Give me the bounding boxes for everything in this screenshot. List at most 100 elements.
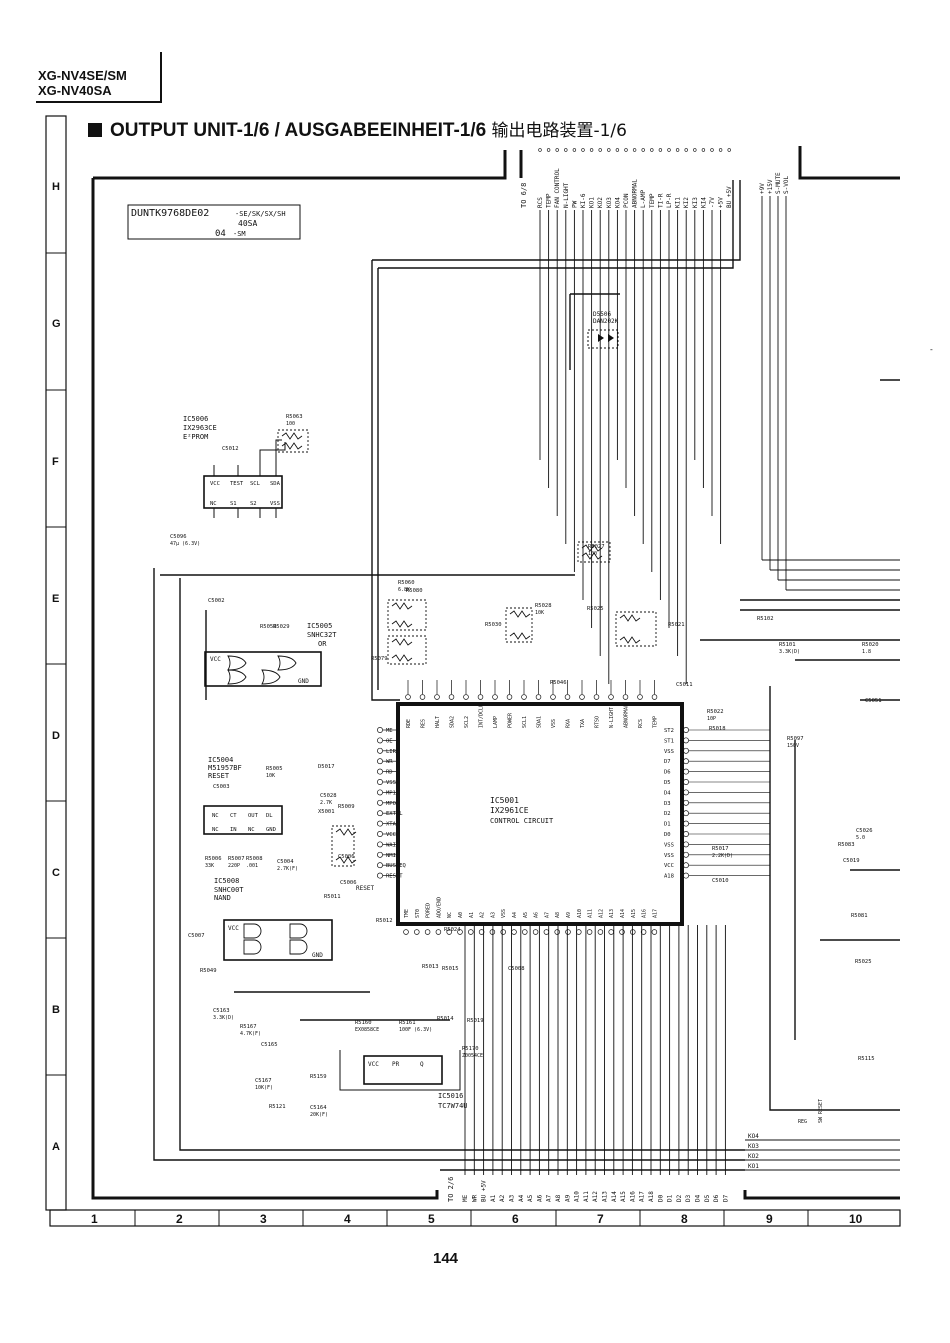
ic5001-control-circuit: IC5001 IX2961CE CONTROL CIRCUIT MEOELIRW… <box>377 680 770 935</box>
top-pin-label: TEMP <box>649 193 656 208</box>
component-ref: R5024 <box>444 927 461 933</box>
row-label-f: F <box>52 456 59 468</box>
top-pin-label: LP-R <box>666 193 673 208</box>
title-zh-suffix: -1/6 <box>593 121 627 141</box>
col-label-8: 8 <box>681 1212 688 1226</box>
board-label-line3: 04 <box>215 229 226 239</box>
component-value: .001 <box>246 863 258 869</box>
ic5001-top-pin: HALT <box>435 716 441 728</box>
ic5006-pin: TEST <box>230 481 244 487</box>
svg-text:GND: GND <box>298 678 309 685</box>
bottom-pin-label: D7 <box>722 1194 729 1202</box>
ic5001-left-pin: NMI <box>386 853 396 859</box>
sw-reset-label: SW RESET <box>818 1099 824 1123</box>
bottom-pin-label: A5 <box>527 1194 534 1202</box>
ic5001-top-pin: VSS <box>551 719 557 728</box>
ic5001-bottom-pin: A1 <box>469 912 475 918</box>
top-pin-label: L-AMP <box>640 190 647 208</box>
component-ref: R5029 <box>273 624 290 630</box>
reg-label: REG <box>798 1119 807 1125</box>
component-ref: C5010 <box>712 878 729 884</box>
component-ref: R5021 <box>668 622 685 628</box>
frame <box>45 115 901 1227</box>
component-ref: C5012 <box>222 446 239 452</box>
top-pin-label: TI-R <box>657 193 664 208</box>
row-label-g: G <box>52 318 61 330</box>
component-ref: C5167 <box>255 1078 272 1084</box>
svg-text:-: - <box>929 345 934 354</box>
component-ref: R5046 <box>550 680 567 686</box>
component-ref: R5007 <box>228 856 245 862</box>
bottom-connector-to: TO 2/6 <box>447 1177 455 1202</box>
bottom-pin-label: A17 <box>639 1191 646 1202</box>
d5506: D5506 DAN202K <box>587 311 619 349</box>
component-ref: C5007 <box>188 933 205 939</box>
ic5001-bottom-pin: A12 <box>598 909 604 918</box>
bottom-pin-label: A18 <box>648 1191 655 1202</box>
top-pin-label: TEMP <box>546 193 553 208</box>
ic5016-ref: IC5016 <box>438 1092 463 1100</box>
ic5001-bottom-pin: A9 <box>566 912 572 918</box>
ic5001-top-pin: RCS <box>638 719 644 728</box>
bottom-pin-label: A16 <box>629 1191 636 1202</box>
ic5001-top-pin: LAMP <box>493 716 499 728</box>
ic5001-left-pin: LIR <box>386 749 397 755</box>
component-ref: C5002 <box>208 598 225 604</box>
bottom-pin-label: A4 <box>518 1194 525 1202</box>
bottom-pin-label: A14 <box>611 1191 618 1202</box>
ic5005-desc: OR <box>318 640 327 648</box>
board-label: DUNTK9768DE02 -SE/SK/SX/SH 40SA 04 -SM <box>127 204 301 240</box>
page-number: 144 <box>433 1250 459 1267</box>
ic5001-top-pin: POWER <box>508 712 514 728</box>
top-pin-label: RCS <box>537 197 544 208</box>
ic5001-bottom-pin: A16 <box>642 909 648 918</box>
ic5004-pin: OUT <box>248 813 259 819</box>
component-ref: R5025 <box>587 606 604 612</box>
component-ref: R5018 <box>709 726 726 732</box>
ic5001-bottom-pin: PORED <box>426 903 432 918</box>
ic5005-part: SNHC32T <box>307 631 337 639</box>
ic5001-bottom-pin: A11 <box>588 909 594 918</box>
svg-text:VCC: VCC <box>228 925 239 932</box>
component-ref: C5026 <box>856 828 873 834</box>
ic5016: VCC PR Q IC5016 TC7W74U <box>339 1050 468 1110</box>
ic5001-bottom-pin: A15 <box>631 909 637 918</box>
top-pin-label: N-LIGHT <box>563 182 570 208</box>
component-ref: C5006 <box>340 880 357 886</box>
component-labels: R5063C5012C5096C5002R5060R5079R5080R5030… <box>170 414 882 1118</box>
ic5001-left-pin: OE <box>386 738 393 744</box>
component-ref: R5081 <box>851 913 868 919</box>
top-pin-label: PW <box>571 200 578 208</box>
component-value: 3.3K(D) <box>779 649 800 655</box>
component-ref: R5170 <box>462 1046 479 1052</box>
ko-label: KO4 <box>748 1133 759 1140</box>
bottom-pin-label: A10 <box>574 1191 581 1202</box>
ic5001-bottom-pin: A13 <box>609 909 615 918</box>
ic5001-right-pin: VSS <box>664 853 674 859</box>
component-ref: R5008 <box>246 856 263 862</box>
ic5001-right-pin: D2 <box>664 811 671 817</box>
ic5001-bottom-pin: ST0 <box>415 909 421 918</box>
ic5001-bottom-pin: A5 <box>523 912 529 918</box>
ic5001-top-pin: RDE <box>406 719 412 728</box>
top-pin-label: KI1 <box>675 197 682 208</box>
bottom-pin-label: D4 <box>695 1194 702 1202</box>
top-pin-label: PCON <box>623 193 630 208</box>
top-right-pin-label: S-MUTE <box>775 172 782 194</box>
top-right-pin-label: S-VOL <box>783 176 790 194</box>
component-ref: R5009 <box>338 804 355 810</box>
component-ref: R5167 <box>240 1024 257 1030</box>
component-ref: R5049 <box>200 968 217 974</box>
component-value: 100 <box>286 421 295 427</box>
col-label-3: 3 <box>260 1212 267 1226</box>
component-value: 2.7K <box>320 800 332 806</box>
bottom-pin-label: A3 <box>509 1194 516 1202</box>
col-label-9: 9 <box>766 1212 773 1226</box>
ic5001-desc: CONTROL CIRCUIT <box>490 817 554 825</box>
top-pin-label: KO3 <box>606 197 613 208</box>
component-ref: R5006 <box>205 856 222 862</box>
model-number-2: XG-NV40SA <box>38 83 112 98</box>
